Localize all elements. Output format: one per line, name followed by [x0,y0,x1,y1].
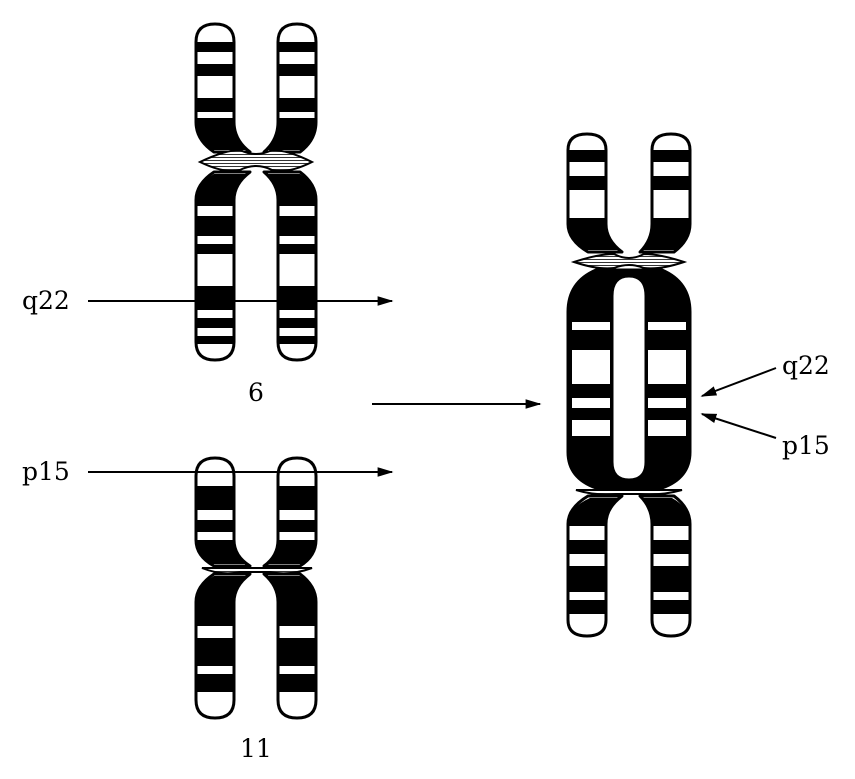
chromosome-11 [194,456,318,720]
q22-label-right: q22 [782,351,830,380]
chromosome-11-left-q-arm [194,572,252,720]
chromosome-6 [194,22,318,362]
q22-label-left: q22 [22,286,70,315]
chromosome-11-label: 11 [240,734,272,763]
derivative-right-bottom-arm [638,494,692,638]
derivative-middle-body [566,268,692,490]
chromosome-11-right-p-arm [262,456,318,568]
chromosome-6-left-q-arm [194,170,252,362]
chromosome-11-centromere [201,567,313,575]
chromosome-11-right-q-arm [262,572,318,720]
chromosome-6-right-q-arm [262,170,318,362]
chromosome-6-centromere [197,148,315,172]
derivative-upper-centromere [570,252,688,270]
derivative-left-top-arm [566,132,624,254]
derivative-left-bottom-arm [566,494,624,638]
q22-pointer-arrow-right [700,367,777,397]
chromosome-6-right-p-arm [262,22,318,154]
p15-label-right: p15 [782,431,830,460]
chromosome-11-left-p-arm [194,456,252,568]
chromosome-6-left-p-arm [194,22,252,154]
derivative-right-top-arm [638,132,692,254]
chromosome-6-label: 6 [248,378,264,407]
derivative-chromosome [566,132,692,638]
p15-pointer-arrow-right [700,413,777,439]
p15-label-left: p15 [22,457,70,486]
derivative-lower-centromere [575,489,683,496]
